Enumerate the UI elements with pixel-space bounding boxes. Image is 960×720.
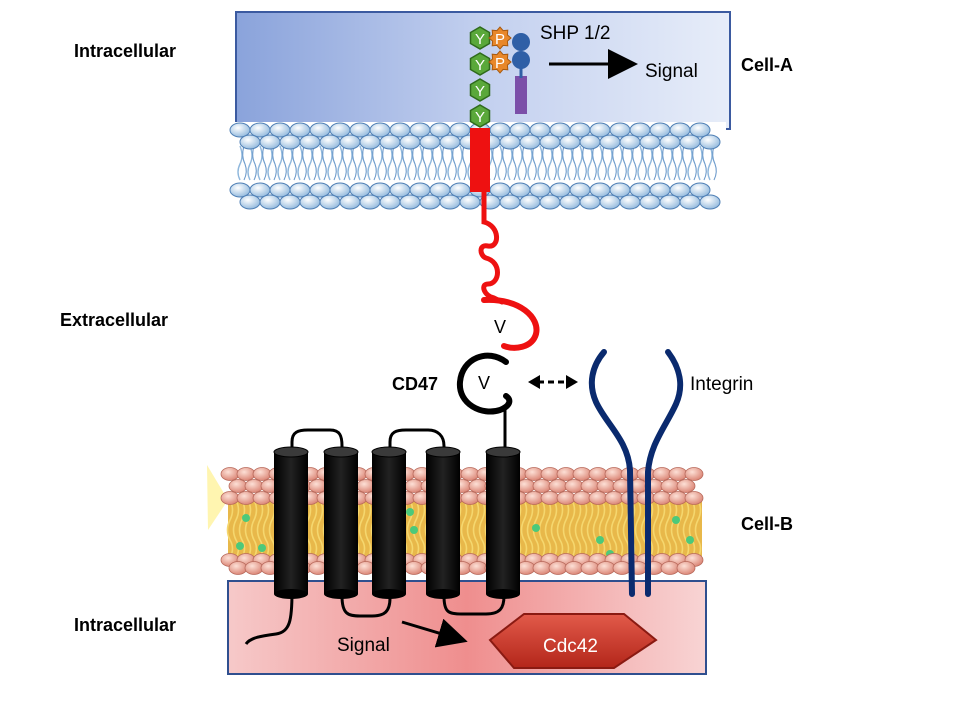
cdc42-shape bbox=[488, 613, 658, 669]
transmembrane-helix bbox=[273, 446, 309, 599]
tyrosine-hexagon bbox=[469, 104, 491, 128]
transmembrane-helix bbox=[371, 446, 407, 599]
integrin-chain-right bbox=[645, 349, 684, 597]
sirpa-transmembrane bbox=[470, 128, 490, 192]
cell-b-label: Cell-B bbox=[741, 514, 793, 534]
signal-arrow-bottom bbox=[401, 618, 468, 648]
cd47-v-label: V bbox=[478, 373, 490, 393]
shp-label: SHP 1/2 bbox=[540, 23, 610, 44]
membrane-edge-shape bbox=[207, 465, 228, 530]
transmembrane-helix bbox=[485, 446, 521, 599]
tyrosine-label: Y bbox=[475, 109, 485, 126]
tyrosine-label: Y bbox=[475, 57, 485, 74]
sirpa-v-domain bbox=[481, 296, 540, 351]
shp-phosphatase bbox=[512, 33, 530, 114]
tyrosine-label: Y bbox=[475, 83, 485, 100]
cd47-integrin-interaction-arrow bbox=[528, 375, 578, 389]
intracellular-top-label: Intracellular bbox=[74, 41, 176, 61]
signal-label-top: Signal bbox=[645, 61, 698, 82]
phospho-star bbox=[488, 50, 512, 74]
tyrosine-hexagon bbox=[469, 26, 491, 50]
transmembrane-helix bbox=[425, 446, 461, 599]
phospho-groups: PP bbox=[488, 26, 512, 74]
phospho-star bbox=[488, 26, 512, 50]
cell-a-label: Cell-A bbox=[741, 55, 793, 75]
cd47-label: CD47 bbox=[392, 374, 438, 394]
transmembrane-helix bbox=[323, 446, 359, 599]
cd47-v-domain bbox=[456, 352, 513, 415]
phospho-label: P bbox=[495, 55, 505, 72]
phospho-label: P bbox=[495, 31, 505, 48]
cd47-loops bbox=[244, 428, 506, 645]
extracellular-label: Extracellular bbox=[60, 310, 168, 330]
intracellular-bottom-label: Intracellular bbox=[74, 615, 176, 635]
tyrosine-hexagon bbox=[469, 78, 491, 102]
cdc42-label: Cdc42 bbox=[543, 636, 598, 657]
sirpa-extracellular-coil bbox=[478, 189, 505, 305]
integrin-chain-left bbox=[588, 349, 635, 597]
sirpa-v-label: V bbox=[494, 317, 506, 337]
tyrosine-hexagon bbox=[469, 52, 491, 76]
tyrosine-label: Y bbox=[475, 31, 485, 48]
cd47-transmembrane-helices bbox=[273, 446, 521, 599]
integrin-label: Integrin bbox=[690, 374, 753, 395]
signal-label-bottom: Signal bbox=[337, 635, 390, 656]
